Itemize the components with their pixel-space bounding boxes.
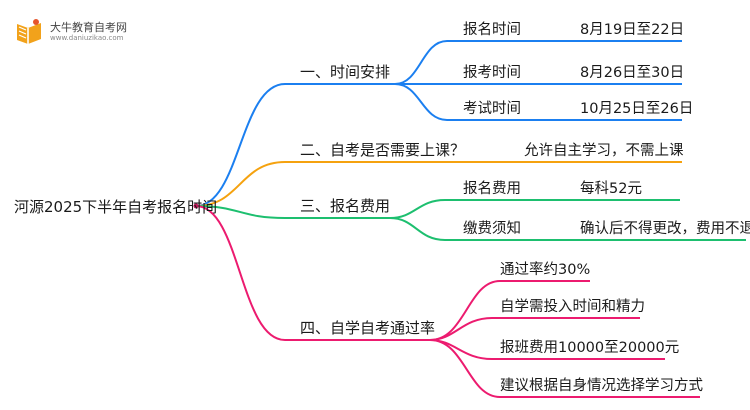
branch-1-connector (195, 83, 286, 207)
branch-2-lines (195, 161, 682, 207)
site-logo[interactable]: 大牛教育自考网 www.daniuzikao.com (14, 17, 132, 47)
branch-4-item-4-label: 建议根据自身情况选择学习方式 (500, 378, 703, 394)
branch-3-label: 三、报名费用 (300, 197, 391, 215)
branch-4-item-2-link (429, 317, 640, 341)
branch-1-item-1-label: 报名时间 (463, 22, 521, 38)
branch-2-label: 二、自考是否需要上课？ (300, 141, 466, 159)
branch-1-label: 一、时间安排 (300, 63, 391, 81)
branch-4-item-4-link (429, 339, 700, 398)
root-node-dot (193, 203, 199, 209)
branch-1-item-3-label: 考试时间 (463, 101, 521, 117)
branch-3-item-1-label: 报名费用 (463, 181, 521, 197)
branch-1-item-3-link (394, 83, 682, 121)
branch-3-item-1-link (389, 199, 680, 219)
branch-1-item-3-value: 10月25日至26日 (580, 101, 694, 117)
branch-4-label: 四、自学自考通过率 (300, 319, 436, 337)
branch-3-item-2-link (389, 217, 746, 241)
branch-3-item-2-label: 缴费须知 (463, 221, 521, 237)
branch-1-item-2-value: 8月26日至30日 (580, 65, 685, 81)
root-node: 河源2025下半年自考报名时间 (14, 198, 218, 216)
branch-1-item-1-value: 8月19日至22日 (580, 22, 685, 38)
branch-1-item-2-label: 报考时间 (463, 65, 521, 81)
branch-1-item-1-link (394, 40, 682, 85)
logo-url: www.daniuzikao.com (50, 34, 124, 42)
branch-4-connector (195, 205, 286, 341)
branch-2-item-1-label: 允许自主学习，不需上课 (524, 143, 684, 159)
branch-3-item-1-value: 每科52元 (580, 181, 642, 197)
branch-3-connector (195, 205, 286, 219)
branch-3-lines (195, 199, 746, 241)
branch-1-lines (195, 40, 682, 207)
branch-4-lines (195, 205, 700, 398)
branch-4-item-3-label: 报班费用10000至20000元 (500, 340, 680, 356)
branch-3-item-2-value: 确认后不得更改，费用不退 (580, 221, 750, 237)
branch-2-connector (195, 161, 286, 207)
branch-4-item-2-label: 自学需投入时间和精力 (500, 299, 645, 315)
logo-name: 大牛教育自考网 (50, 21, 127, 34)
book-logo-icon (17, 19, 41, 44)
branch-4-item-1-label: 通过率约30% (500, 262, 591, 278)
